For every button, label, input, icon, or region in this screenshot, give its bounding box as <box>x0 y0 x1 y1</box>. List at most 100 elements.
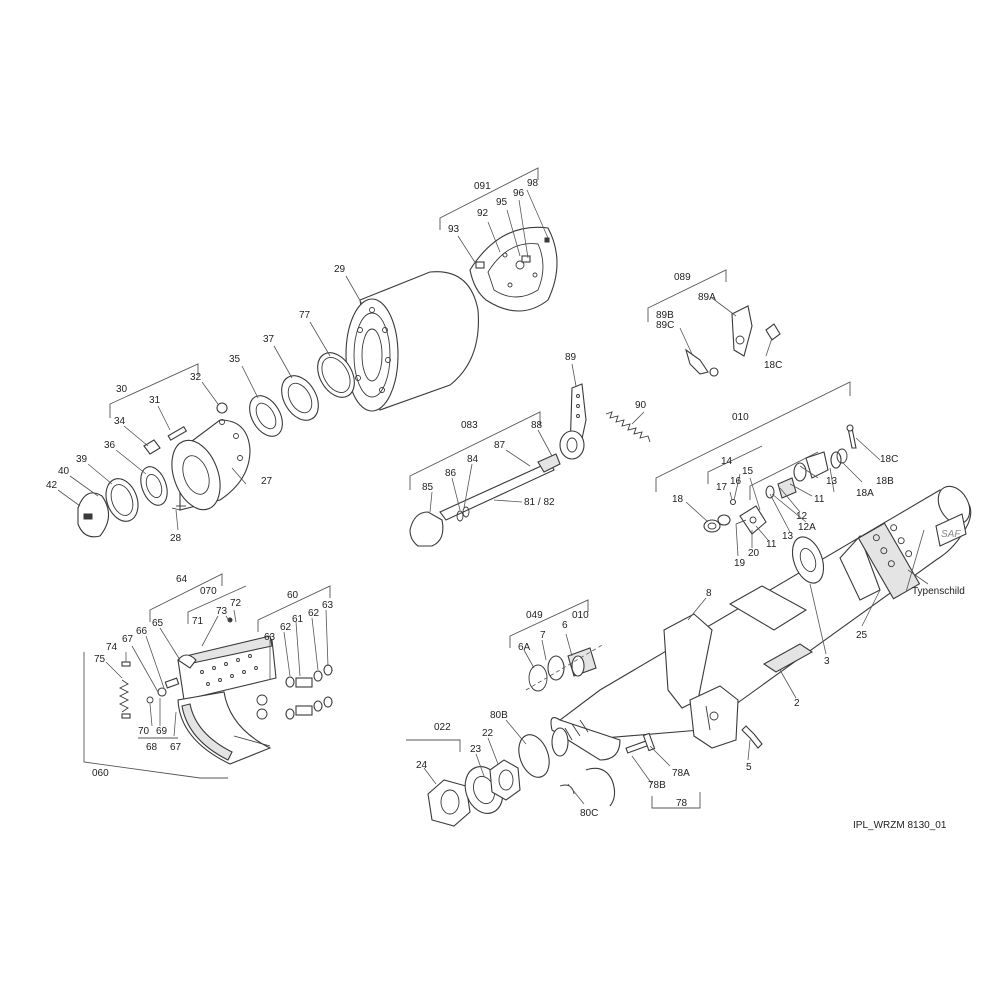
callout-18A: 18A <box>856 488 874 499</box>
callout-63b: 63 <box>264 632 276 643</box>
callout-20: 20 <box>748 548 760 559</box>
axle-nuts <box>427 734 575 827</box>
callout-6A: 6A <box>518 642 531 653</box>
bracket-022 <box>406 739 461 752</box>
callout-78A: 78A <box>672 768 690 779</box>
callout-78B: 78B <box>648 780 666 791</box>
callout-69: 69 <box>156 726 168 737</box>
callout-12: 12 <box>796 511 808 522</box>
callout-6: 6 <box>562 620 568 631</box>
callout-13b: 13 <box>782 531 794 542</box>
bolt <box>741 725 763 749</box>
callout-30: 30 <box>116 384 128 395</box>
callout-31: 31 <box>149 395 161 406</box>
callout-35: 35 <box>229 354 241 365</box>
callout-92: 92 <box>477 208 489 219</box>
callout-25: 25 <box>856 630 868 641</box>
callout-84: 84 <box>467 454 479 465</box>
bearing-hub <box>140 466 168 506</box>
callout-70: 70 <box>138 726 150 737</box>
axle-beam: SAF <box>559 485 972 749</box>
callout-14: 14 <box>721 456 733 467</box>
dust-shield <box>469 226 558 312</box>
slack-adjuster-parts <box>685 305 781 377</box>
callout-010-top: 010 <box>732 412 749 423</box>
callout-67a: 67 <box>122 634 134 645</box>
callout-80B: 80B <box>490 710 508 721</box>
slack-adjuster <box>559 383 587 460</box>
callout-022: 022 <box>434 722 451 733</box>
bracket-060 <box>83 652 228 779</box>
bearing-outer <box>281 375 319 421</box>
callout-13a: 13 <box>826 476 838 487</box>
callout-68: 68 <box>146 742 158 753</box>
bracket-049 <box>509 599 589 648</box>
bracket-14 <box>707 445 763 484</box>
callout-12A: 12A <box>798 522 816 533</box>
callout-90: 90 <box>635 400 647 411</box>
callout-34: 34 <box>114 416 126 427</box>
callout-15: 15 <box>742 466 754 477</box>
callout-71: 71 <box>192 616 204 627</box>
callout-95: 95 <box>496 197 508 208</box>
callout-89B: 89B <box>656 310 674 321</box>
callout-8: 8 <box>706 588 712 599</box>
callout-64: 64 <box>176 574 188 585</box>
callout-060: 060 <box>92 768 109 779</box>
callout-61: 61 <box>292 614 304 625</box>
callout-72: 72 <box>230 598 242 609</box>
callout-40: 40 <box>58 466 70 477</box>
gasket <box>105 478 139 522</box>
bracket-30 <box>109 363 199 418</box>
callout-089: 089 <box>674 272 691 283</box>
callout-87: 87 <box>494 440 506 451</box>
callout-5: 5 <box>746 762 752 773</box>
callout-77: 77 <box>299 310 311 321</box>
callout-73: 73 <box>216 606 228 617</box>
bracket-089 <box>647 269 727 322</box>
bracket-010 <box>655 381 851 492</box>
callout-36: 36 <box>104 440 116 451</box>
leader-lines <box>57 189 929 805</box>
spring <box>605 411 651 443</box>
callout-65: 65 <box>152 618 164 629</box>
hub-fasteners <box>143 402 228 455</box>
callout-22: 22 <box>482 728 494 739</box>
callout-18C-right: 18C <box>880 454 898 465</box>
bracket-083 <box>409 411 541 490</box>
callout-89: 89 <box>565 352 577 363</box>
callout-66: 66 <box>136 626 148 637</box>
callout-070: 070 <box>200 586 217 597</box>
callout-19: 19 <box>734 558 746 569</box>
shoe-springs <box>118 617 233 719</box>
callout-typenschild: Typenschild <box>912 586 965 597</box>
callout-67b: 67 <box>170 742 182 753</box>
callout-010-mid: 010 <box>572 610 589 621</box>
callout-24: 24 <box>416 760 428 771</box>
callout-85: 85 <box>422 482 434 493</box>
callout-96: 96 <box>513 188 525 199</box>
callout-74: 74 <box>106 642 118 653</box>
callout-81-82: 81 / 82 <box>524 497 555 508</box>
callout-28: 28 <box>170 533 182 544</box>
hub-plug <box>171 507 181 511</box>
callout-75: 75 <box>94 654 106 665</box>
callout-091: 091 <box>474 181 491 192</box>
brake-drum <box>345 271 479 412</box>
callout-93: 93 <box>448 224 460 235</box>
seal-ring <box>317 352 355 398</box>
callout-083: 083 <box>461 420 478 431</box>
callout-89C: 89C <box>656 320 674 331</box>
callout-42: 42 <box>46 480 58 491</box>
callout-18C-top: 18C <box>764 360 782 371</box>
callout-17: 17 <box>716 482 728 493</box>
drawing-reference: IPL_WRZM 8130_01 <box>853 820 947 831</box>
callout-11b: 11 <box>766 539 777 550</box>
brake-shoes <box>177 635 277 765</box>
callout-60: 60 <box>287 590 299 601</box>
bracket-64 <box>149 573 223 622</box>
camshaft <box>409 453 561 547</box>
callout-62b: 62 <box>308 608 320 619</box>
